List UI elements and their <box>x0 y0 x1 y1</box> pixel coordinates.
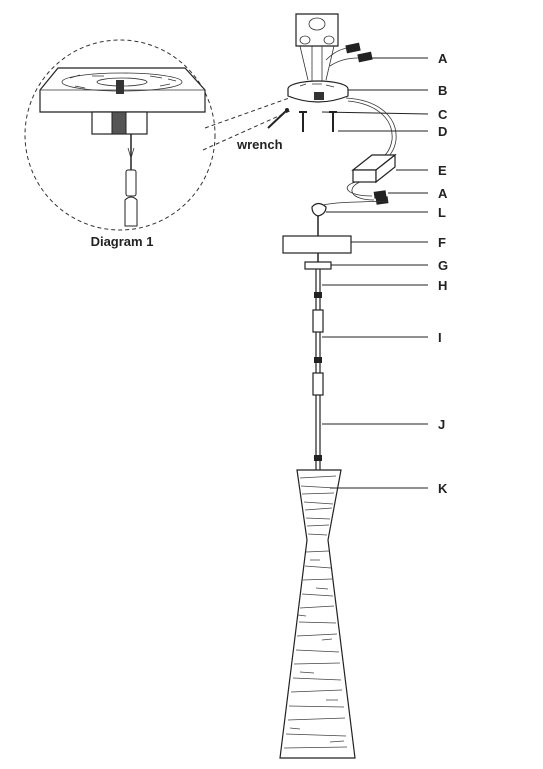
label-b: B <box>438 83 447 98</box>
mounting-screws <box>299 111 337 132</box>
wrench-tool <box>267 108 289 129</box>
ceiling-cover-f <box>282 235 352 254</box>
driver-output-cord <box>346 181 389 205</box>
connector-k <box>314 455 322 461</box>
canopy <box>287 80 349 103</box>
shade-texture <box>283 475 348 749</box>
part-labels: A B C D E A L F G H I J K wrench <box>236 51 448 496</box>
label-a-lower: A <box>438 186 448 201</box>
driver-box <box>351 153 397 184</box>
detail-hub <box>91 80 148 135</box>
coupler-i-upper <box>312 309 324 333</box>
stem-assembly <box>312 269 324 470</box>
detail-cord <box>124 134 138 227</box>
wire-nuts-top <box>325 42 373 67</box>
collar-g <box>304 261 332 270</box>
connector-i <box>314 357 322 363</box>
leader-lines <box>321 57 429 489</box>
label-d: D <box>438 124 447 139</box>
label-a-top: A <box>438 51 448 66</box>
label-k: K <box>438 481 448 496</box>
pendant-shade <box>279 469 356 759</box>
label-j: J <box>438 417 445 432</box>
detail-set-screw <box>116 80 124 94</box>
coupler-j-upper <box>312 372 324 396</box>
hook-l <box>311 202 327 217</box>
junction-box <box>295 13 339 82</box>
detail-circle-outline <box>24 39 216 231</box>
label-f: F <box>438 235 446 250</box>
detail-inset: Diagram 1 <box>24 39 293 249</box>
detail-callout-line-lower <box>202 109 293 151</box>
label-i: I <box>438 330 442 345</box>
label-l: L <box>438 205 446 220</box>
detail-caption: Diagram 1 <box>91 234 154 249</box>
leader-c <box>321 111 429 115</box>
label-h: H <box>438 278 447 293</box>
wrench-label: wrench <box>236 137 283 152</box>
label-c: C <box>438 107 448 122</box>
connector-h <box>314 292 322 298</box>
label-e: E <box>438 163 447 178</box>
detail-callout-line-upper <box>204 96 293 129</box>
label-g: G <box>438 258 448 273</box>
